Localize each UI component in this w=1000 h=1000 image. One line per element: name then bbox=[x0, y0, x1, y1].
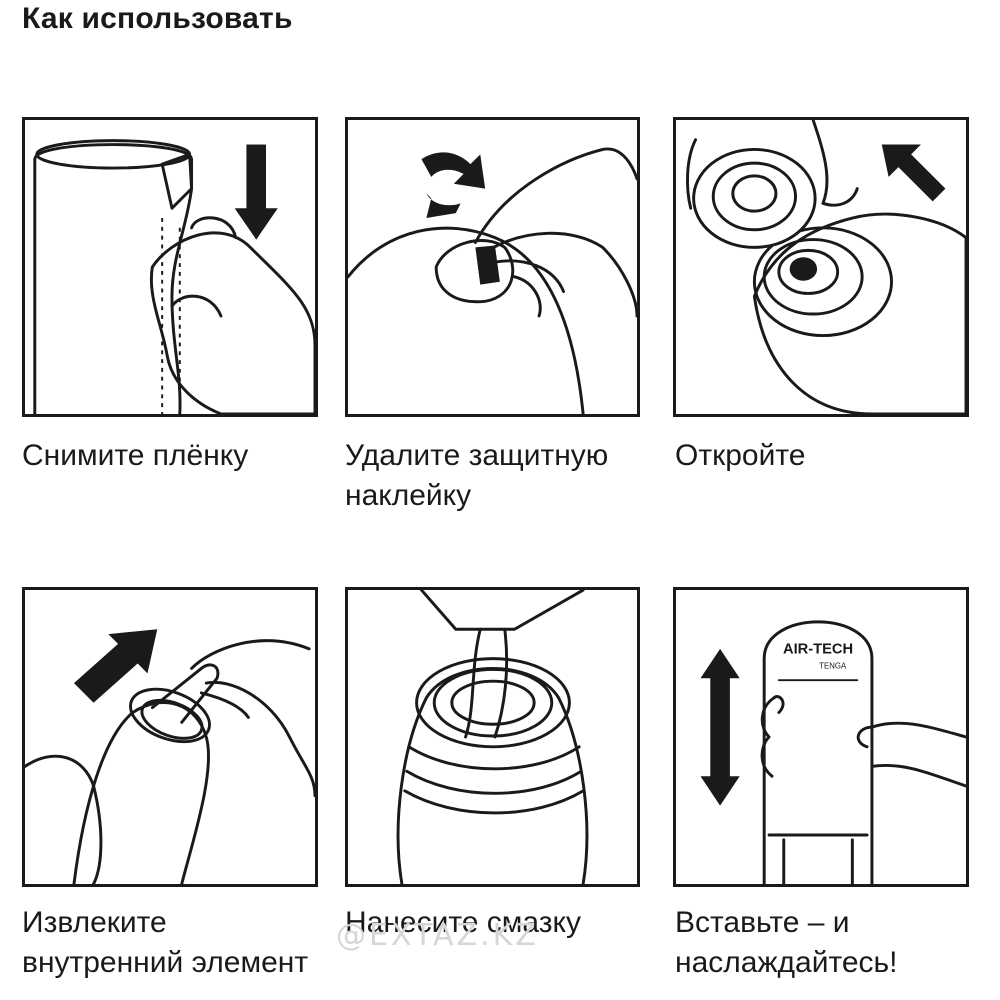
step-6-illustration: AIR-TECH TENGA bbox=[673, 587, 969, 887]
remove-sticker-drawing bbox=[348, 147, 637, 414]
step-5-illustration bbox=[345, 587, 640, 887]
product-brand-label: AIR-TECH bbox=[783, 642, 853, 658]
step-3-illustration bbox=[673, 117, 969, 417]
step-4-illustration bbox=[22, 587, 318, 887]
step-5-caption: Нанесите смазку bbox=[345, 906, 581, 939]
open-cap-drawing bbox=[686, 120, 966, 414]
up-right-arrow-icon bbox=[73, 629, 158, 703]
watermark: @EXTAZ.KZ bbox=[336, 918, 539, 953]
step-1-illustration bbox=[22, 117, 318, 417]
up-down-arrow-icon bbox=[700, 648, 740, 806]
step-1-caption: Снимите плёнку bbox=[22, 439, 249, 472]
insert-device-drawing: AIR-TECH TENGA bbox=[700, 620, 966, 884]
extract-inner-drawing bbox=[25, 629, 315, 884]
step-2-caption: Удалите защитную наклейку bbox=[345, 439, 609, 512]
step-3-caption: Откройте bbox=[675, 439, 806, 472]
up-left-arrow-icon bbox=[881, 144, 946, 202]
rotate-arrow-icon bbox=[421, 152, 486, 189]
step-4-caption: Извлеките внутренний элемент bbox=[22, 906, 309, 979]
peel-film-drawing bbox=[33, 139, 315, 414]
product-sub-label: TENGA bbox=[819, 661, 847, 670]
step-2-illustration bbox=[345, 117, 640, 417]
apply-lube-drawing bbox=[396, 590, 589, 884]
page-title: Как использовать bbox=[22, 2, 293, 35]
down-arrow-icon bbox=[246, 144, 267, 214]
step-6-caption: Вставьте – и наслаждайтесь! bbox=[675, 906, 898, 979]
